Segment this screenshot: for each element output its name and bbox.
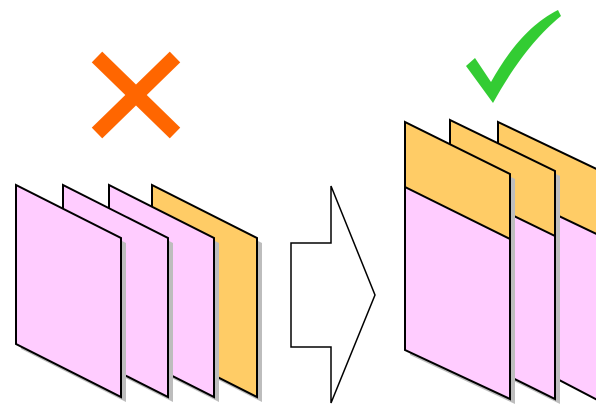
arrow-shape: [291, 186, 375, 403]
cross-icon: [97, 57, 175, 133]
check-icon: [466, 10, 561, 103]
check-shape: [466, 10, 561, 103]
right-page-stack: [405, 120, 596, 404]
right-arrow-icon: [291, 186, 375, 403]
left-page-stack: [16, 185, 262, 402]
